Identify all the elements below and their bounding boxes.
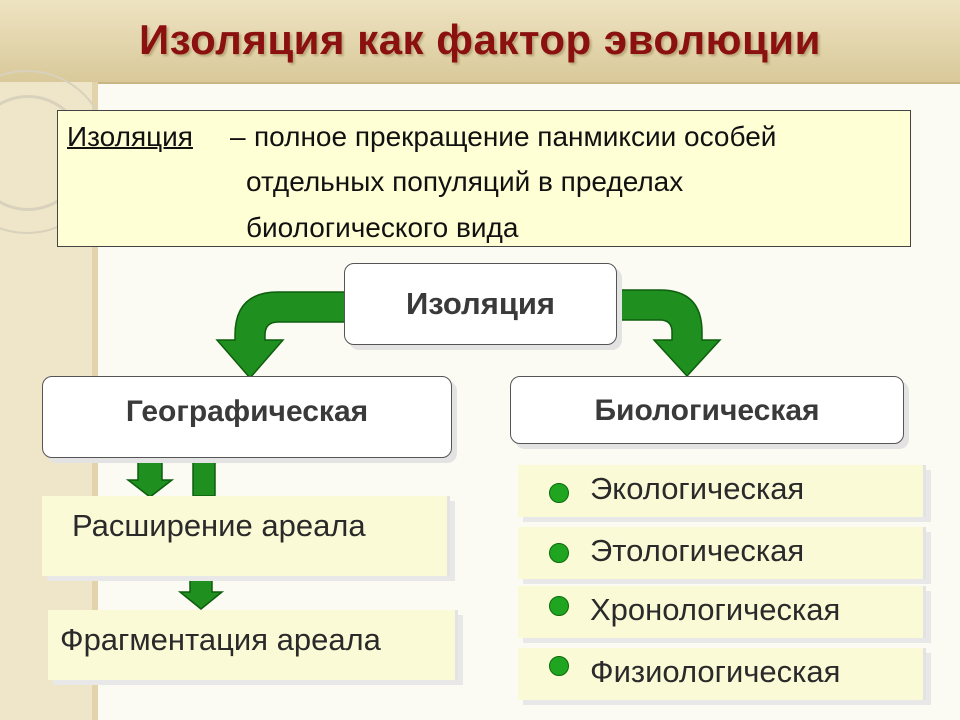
biological-type-label: Экологическая xyxy=(590,471,805,506)
definition-dash: – xyxy=(230,121,246,152)
geographic-node-label: Географическая xyxy=(125,395,369,428)
geographic-step: Фрагментация ареала xyxy=(48,610,458,680)
arrow-down-left-icon xyxy=(215,291,346,380)
geographic-step: Расширение ареала xyxy=(42,496,450,576)
bullet-dot-icon xyxy=(549,483,569,503)
biological-node: Биологическая xyxy=(510,376,904,444)
biological-type-label: Этологическая xyxy=(590,533,805,568)
arrow-stem-icon xyxy=(192,459,216,497)
title-bar: Изоляция как фактор эволюции xyxy=(0,0,960,84)
biological-type-item: Физиологическая xyxy=(518,648,926,700)
root-node: Изоляция xyxy=(344,263,617,345)
biological-type-item: Хронологическая xyxy=(518,586,926,638)
arrow-down-icon xyxy=(177,572,225,610)
slide-title: Изоляция как фактор эволюции xyxy=(139,16,821,63)
biological-node-label: Биологическая xyxy=(594,394,820,427)
definition-line: полное прекращение панмиксии особей xyxy=(254,121,777,152)
geographic-node: Географическая xyxy=(42,376,452,458)
biological-type-item: Экологическая xyxy=(518,465,926,517)
biological-type-label: Хронологическая xyxy=(590,592,841,627)
bullet-dot-icon xyxy=(549,656,569,676)
definition-term: Изоляция xyxy=(67,121,193,152)
bullet-dot-icon xyxy=(549,596,569,616)
arrow-down-right-icon xyxy=(614,289,722,378)
arrow-down-icon xyxy=(125,459,175,498)
geographic-step-label: Расширение ареала xyxy=(72,508,366,543)
definition-line: биологического вида xyxy=(246,212,519,243)
definition-box: Изоляция – полное прекращение панмиксии … xyxy=(57,110,911,247)
definition-line: отдельных популяций в пределах xyxy=(246,166,684,197)
root-node-label: Изоляция xyxy=(405,286,556,321)
biological-type-item: Этологическая xyxy=(518,527,926,579)
bullet-dot-icon xyxy=(549,543,569,563)
biological-type-label: Физиологическая xyxy=(590,654,841,689)
geographic-step-label: Фрагментация ареала xyxy=(60,622,381,657)
